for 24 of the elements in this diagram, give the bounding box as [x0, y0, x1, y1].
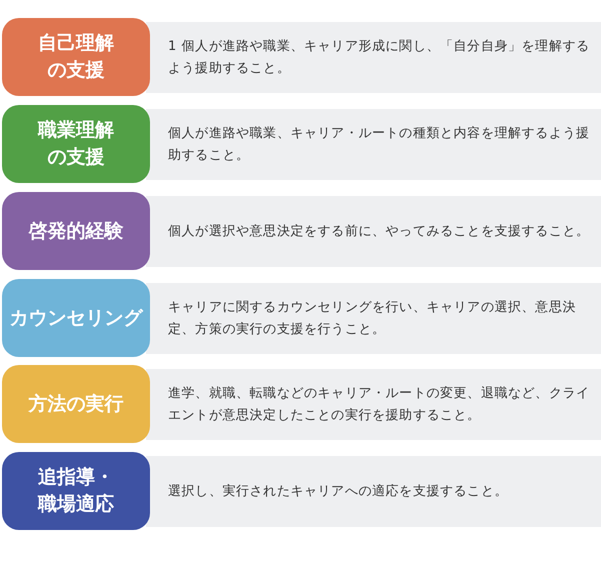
category-title: 自己理解の支援 — [37, 31, 115, 83]
description-panel — [146, 456, 601, 527]
category-title: 啓発的経験 — [28, 218, 124, 244]
category-title: 方法の実行 — [28, 392, 124, 416]
description-panel — [146, 283, 601, 354]
category-box — [2, 279, 150, 357]
category-box — [2, 18, 150, 96]
description-text: 個人が進路や職業、キャリア・ルートの種類と内容を理解するよう援助すること。 — [168, 124, 591, 164]
description-text: 1 個人が進路や職業、キャリア形成に関し、「自分自身」を理解するよう援助すること。 — [168, 38, 591, 78]
category-box — [2, 105, 150, 183]
category-title: 職業理解の支援 — [36, 118, 115, 170]
description-text: キャリアに関するカウンセリングを行い、キャリアの選択、意思決定、方策の実行の支援を行うこと。 — [168, 298, 577, 338]
description-panel — [146, 196, 601, 267]
category-box — [2, 365, 150, 443]
category-box — [2, 452, 150, 530]
description-panel — [146, 369, 601, 440]
description-panel — [146, 109, 601, 180]
description-panel — [146, 22, 601, 93]
category-title: カウンセリング — [10, 306, 142, 330]
description-text: 進学、就職、転職などのキャリア・ルートの変更、退職など、クライエントが意思決定したことの実行を援助すること。 — [168, 384, 591, 424]
description-text: 選択し、実行されたキャリアへの適応を支援すること。 — [168, 482, 509, 500]
category-title: 追指導・職場適応 — [36, 465, 115, 517]
description-text: 個人が選択や意思決定をする前に、やってみることを支援すること。 — [168, 222, 591, 240]
category-box — [2, 192, 150, 270]
